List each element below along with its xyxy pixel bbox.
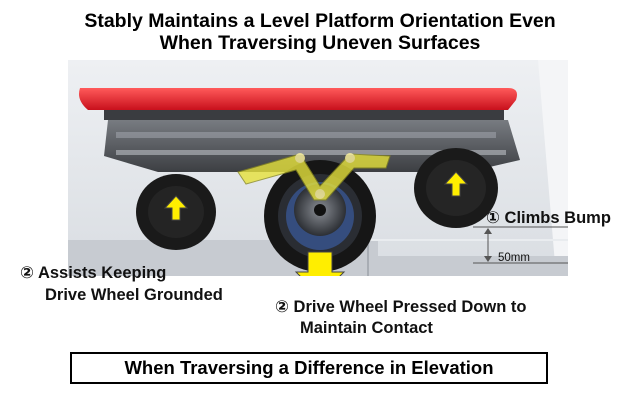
suspension-linkage — [237, 153, 391, 201]
label-climbs-bump: ① Climbs Bump — [486, 209, 611, 227]
drive-wheel — [264, 160, 376, 272]
side-panel — [538, 60, 568, 276]
platform-underside — [104, 110, 504, 120]
title-line-1: Stably Maintains a Level Platform Orient… — [84, 10, 556, 32]
dimension-arrow-up-icon — [484, 228, 492, 234]
label-pressed-line-2: Maintain Contact — [300, 319, 433, 337]
page-title: Stably Maintains a Level Platform Orient… — [0, 10, 640, 54]
down-arrow-drive-icon — [294, 251, 346, 276]
chassis-rail — [116, 150, 506, 155]
robot-chassis-illustration — [68, 60, 568, 276]
caption: When Traversing a Difference in Elevatio… — [70, 352, 548, 384]
red-platform — [79, 88, 517, 110]
dimension-arrow-down-icon — [484, 256, 492, 262]
label-pressed-line-1: ② Drive Wheel Pressed Down to — [275, 298, 527, 316]
label-height: 50mm — [498, 252, 530, 264]
chassis-rail — [116, 132, 496, 138]
label-assists-line-1: ② Assists Keeping — [20, 264, 167, 282]
label-assists-line-2: Drive Wheel Grounded — [45, 286, 223, 304]
title-line-2: When Traversing Uneven Surfaces — [159, 32, 481, 54]
up-arrow-right-icon — [443, 171, 469, 197]
up-arrow-left-icon — [163, 195, 189, 221]
